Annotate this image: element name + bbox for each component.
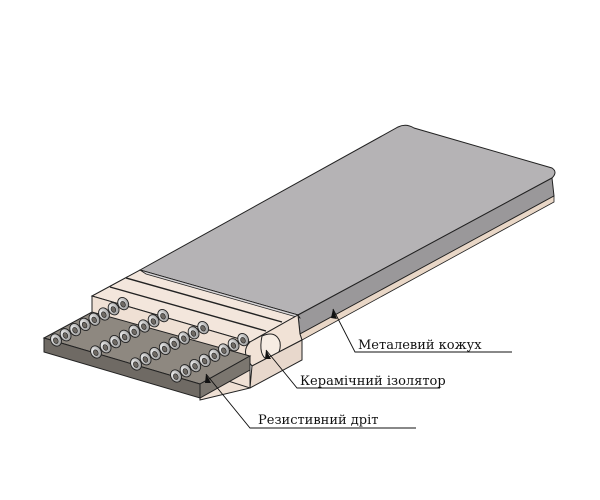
wire-coil-hole bbox=[112, 339, 118, 346]
casing-leader-line bbox=[332, 308, 512, 353]
insulator-groove-2 bbox=[109, 286, 267, 332]
wire-base-side bbox=[199, 355, 251, 399]
wire-leader-line bbox=[205, 373, 416, 429]
wire-leader-arrow bbox=[205, 374, 211, 383]
casing-top-face bbox=[138, 124, 556, 316]
wire-coil-hole bbox=[53, 337, 59, 344]
insulator-leader-line bbox=[265, 349, 440, 389]
insulator-label: Керамічний ізолятор bbox=[300, 374, 446, 389]
wire-coil-hole bbox=[161, 345, 168, 353]
casing-end-edge bbox=[139, 269, 301, 319]
wire-coil-hole bbox=[160, 313, 166, 320]
wire-coil-hole bbox=[171, 340, 177, 348]
insulator-groove-1 bbox=[125, 277, 283, 323]
wire-coil-hole bbox=[173, 373, 179, 380]
wire-coil-hole bbox=[133, 361, 139, 368]
wire-coil-hole bbox=[110, 306, 117, 313]
insulator-lower-face bbox=[199, 339, 303, 389]
wire-coil-hole bbox=[102, 344, 109, 351]
wire-coil-hole bbox=[182, 368, 189, 375]
wire-coil-hole bbox=[101, 311, 107, 318]
wire-coil-hole bbox=[240, 337, 246, 344]
wire-coil-hole bbox=[141, 323, 147, 330]
casing-leader-arrow bbox=[331, 309, 337, 319]
wire-coil-hole bbox=[62, 332, 69, 339]
wire-coil-hole bbox=[81, 321, 88, 329]
wire-coil-hole bbox=[93, 349, 99, 356]
wire-coil-hole bbox=[121, 333, 128, 341]
wire-coil-hole bbox=[200, 325, 206, 332]
wire-coil-hole bbox=[192, 363, 198, 370]
wire-coil-hole bbox=[181, 335, 187, 342]
wire-coil-hole bbox=[230, 342, 237, 349]
wire-coil-hole bbox=[150, 318, 157, 325]
wire-coil-hole bbox=[131, 328, 137, 336]
wire-coil-hole bbox=[190, 330, 197, 337]
wire-coil-hole bbox=[221, 347, 227, 354]
wire-label: Резистивний дріт bbox=[258, 413, 378, 428]
wire-coil-hole bbox=[91, 316, 97, 324]
wire-coil-hole bbox=[201, 357, 208, 365]
wire-coil-hole bbox=[120, 301, 126, 308]
wire-coil-hole bbox=[152, 351, 158, 358]
insulator-leader-arrow bbox=[265, 350, 271, 359]
wire-coil-hole bbox=[211, 352, 217, 360]
wire-coil-hole bbox=[142, 356, 149, 363]
wire-coil-hole bbox=[72, 327, 78, 334]
casing-label: Металевий кожух bbox=[358, 338, 482, 353]
resistive-wire-coils bbox=[50, 296, 250, 383]
